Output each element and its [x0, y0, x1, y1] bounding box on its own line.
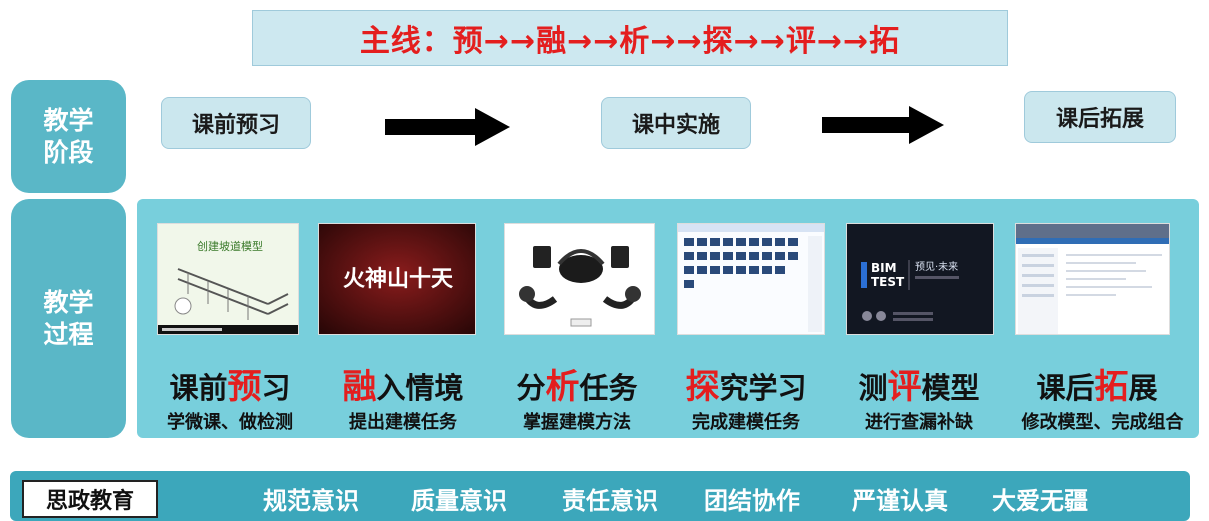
- step-title-analyze: 分析任务: [516, 367, 638, 407]
- value-item: 规范意识: [263, 487, 359, 515]
- step-subtitle: 完成建模任务: [692, 412, 800, 433]
- ideology-band: [10, 471, 1190, 521]
- value-item: 大爱无疆: [992, 487, 1088, 515]
- step-subtitle: 掌握建模方法: [523, 412, 631, 433]
- teaching-process-label-text: 教学 过程: [43, 287, 94, 349]
- teaching-process-label: 教学 过程: [11, 199, 126, 438]
- value-item: 质量意识: [411, 487, 507, 515]
- value-item: 严谨认真: [852, 487, 948, 515]
- step-subtitle: 修改模型、完成组合: [1021, 412, 1184, 433]
- bim-test-screenshot: BIM TEST 预见·未来: [846, 223, 994, 335]
- stage-post-class: 课后拓展: [1024, 91, 1176, 143]
- course-page-screenshot: [1015, 223, 1170, 335]
- step-title-extend: 课后拓展: [1036, 367, 1158, 407]
- main-line-title: 主线：预→→融→→析→→探→→评→→拓: [359, 24, 901, 59]
- title-banner: 主线：预→→融→→析→→探→→评→→拓: [252, 10, 1008, 66]
- step-subtitle: 提出建模任务: [349, 412, 457, 433]
- huoshenshan-video-thumbnail: 火神山十天: [318, 223, 476, 335]
- step-title-explore: 探究学习: [685, 367, 807, 407]
- stage-in-class: 课中实施: [601, 97, 751, 149]
- ramp-model-video-thumbnail: 创建坡道模型: [157, 223, 299, 335]
- step-title-immerse: 融入情境: [342, 367, 464, 407]
- arrow-right-icon: [822, 106, 944, 144]
- svg-text:TEST: TEST: [871, 275, 905, 289]
- value-item: 团结协作: [704, 487, 800, 515]
- teaching-stage-label-text: 教学 阶段: [43, 105, 94, 167]
- video-title-text: 创建坡道模型: [197, 239, 263, 253]
- video-title-text: 火神山十天: [343, 266, 454, 292]
- value-item: 责任意识: [562, 487, 658, 515]
- teaching-stage-label: 教学 阶段: [11, 80, 126, 193]
- ideology-label: 思政教育: [22, 480, 158, 518]
- step-title-preview: 课前预习: [169, 367, 291, 407]
- stage-pre-class: 课前预习: [161, 97, 311, 149]
- svg-text:BIM: BIM: [871, 261, 897, 275]
- model-gallery-screenshot: [677, 223, 825, 335]
- step-subtitle: 学微课、做检测: [167, 412, 293, 433]
- step-subtitle: 进行查漏补缺: [865, 412, 973, 433]
- step-title-evaluate: 测评模型: [858, 367, 980, 407]
- arrow-right-icon: [385, 108, 510, 146]
- bim-slogan-text: 预见·未来: [915, 261, 958, 273]
- vr-headset-image: [504, 223, 655, 335]
